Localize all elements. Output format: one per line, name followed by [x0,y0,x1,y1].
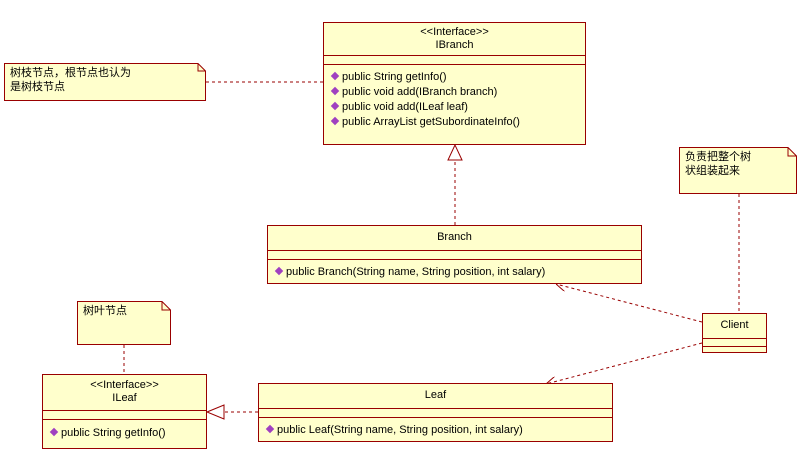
ibranch-operation: public void add(IBranch branch) [330,85,585,100]
branch-class[interactable]: Branch public Branch(String name, String… [267,225,642,284]
ileaf-name: ILeaf [112,392,137,404]
public-operation-icon [330,116,340,126]
ibranch-operations: public String getInfo() public void add(… [324,65,585,130]
public-operation-icon [330,86,340,96]
branch-note-text-1: 树枝节点，根节点也认为 [10,67,131,79]
branch-note: 树枝节点，根节点也认为 是树枝节点 [4,63,206,101]
ibranch-operation-label: public void add(ILeaf leaf) [342,101,468,113]
public-operation-icon [330,71,340,81]
public-operation-icon [265,424,275,434]
client-name: Client [720,319,749,331]
public-operation-icon [330,101,340,111]
client-attributes [703,339,766,347]
branch-operation-label: public Branch(String name, String positi… [286,266,546,278]
realization-arrowhead-ibranch [447,143,463,161]
ibranch-operation-label: public void add(IBranch branch) [342,86,498,98]
client-uses-leaf [546,342,703,384]
branch-attributes [268,251,641,260]
client-uses-branch [556,284,703,323]
realization-arrowhead-ileaf [205,404,225,420]
client-note-text-2: 状组装起来 [685,165,740,177]
ibranch-operation: public void add(ILeaf leaf) [330,100,585,115]
branch-operation: public Branch(String name, String positi… [274,265,641,280]
leaf-operations: public Leaf(String name, String position… [259,418,612,438]
ileaf-attributes [43,411,206,420]
leaf-name: Leaf [424,389,447,401]
ibranch-name: IBranch [435,39,474,51]
leaf-note-text: 树叶节点 [83,305,127,317]
ibranch-stereotype: <<Interface>> [420,26,489,38]
client-class[interactable]: Client [702,313,767,353]
branch-note-text-2: 是树枝节点 [10,81,65,93]
ileaf-interface[interactable]: <<Interface>> ILeaf public String getInf… [42,374,207,449]
ibranch-operation: public ArrayList getSubordinateInfo() [330,115,585,130]
leaf-operation-label: public Leaf(String name, String position… [277,424,523,436]
leaf-class[interactable]: Leaf public Leaf(String name, String pos… [258,383,613,442]
public-operation-icon [49,427,59,437]
ibranch-interface[interactable]: <<Interface>> IBranch public String getI… [323,22,586,145]
ibranch-operation-label: public String getInfo() [342,71,447,83]
ileaf-operation-label: public String getInfo() [61,427,166,439]
ileaf-operations: public String getInfo() [43,420,206,441]
ileaf-stereotype: <<Interface>> [90,379,159,391]
branch-operations: public Branch(String name, String positi… [268,260,641,280]
leaf-note: 树叶节点 [77,301,171,345]
ibranch-attributes [324,56,585,65]
public-operation-icon [274,266,284,276]
ibranch-operation: public String getInfo() [330,70,585,85]
ibranch-operation-label: public ArrayList getSubordinateInfo() [342,116,520,128]
ileaf-operation: public String getInfo() [49,426,206,441]
leaf-operation: public Leaf(String name, String position… [265,423,612,438]
branch-name: Branch [437,231,472,243]
client-note-text-1: 负责把整个树 [685,151,751,163]
client-note: 负责把整个树 状组装起来 [679,147,797,194]
leaf-attributes [259,409,612,418]
